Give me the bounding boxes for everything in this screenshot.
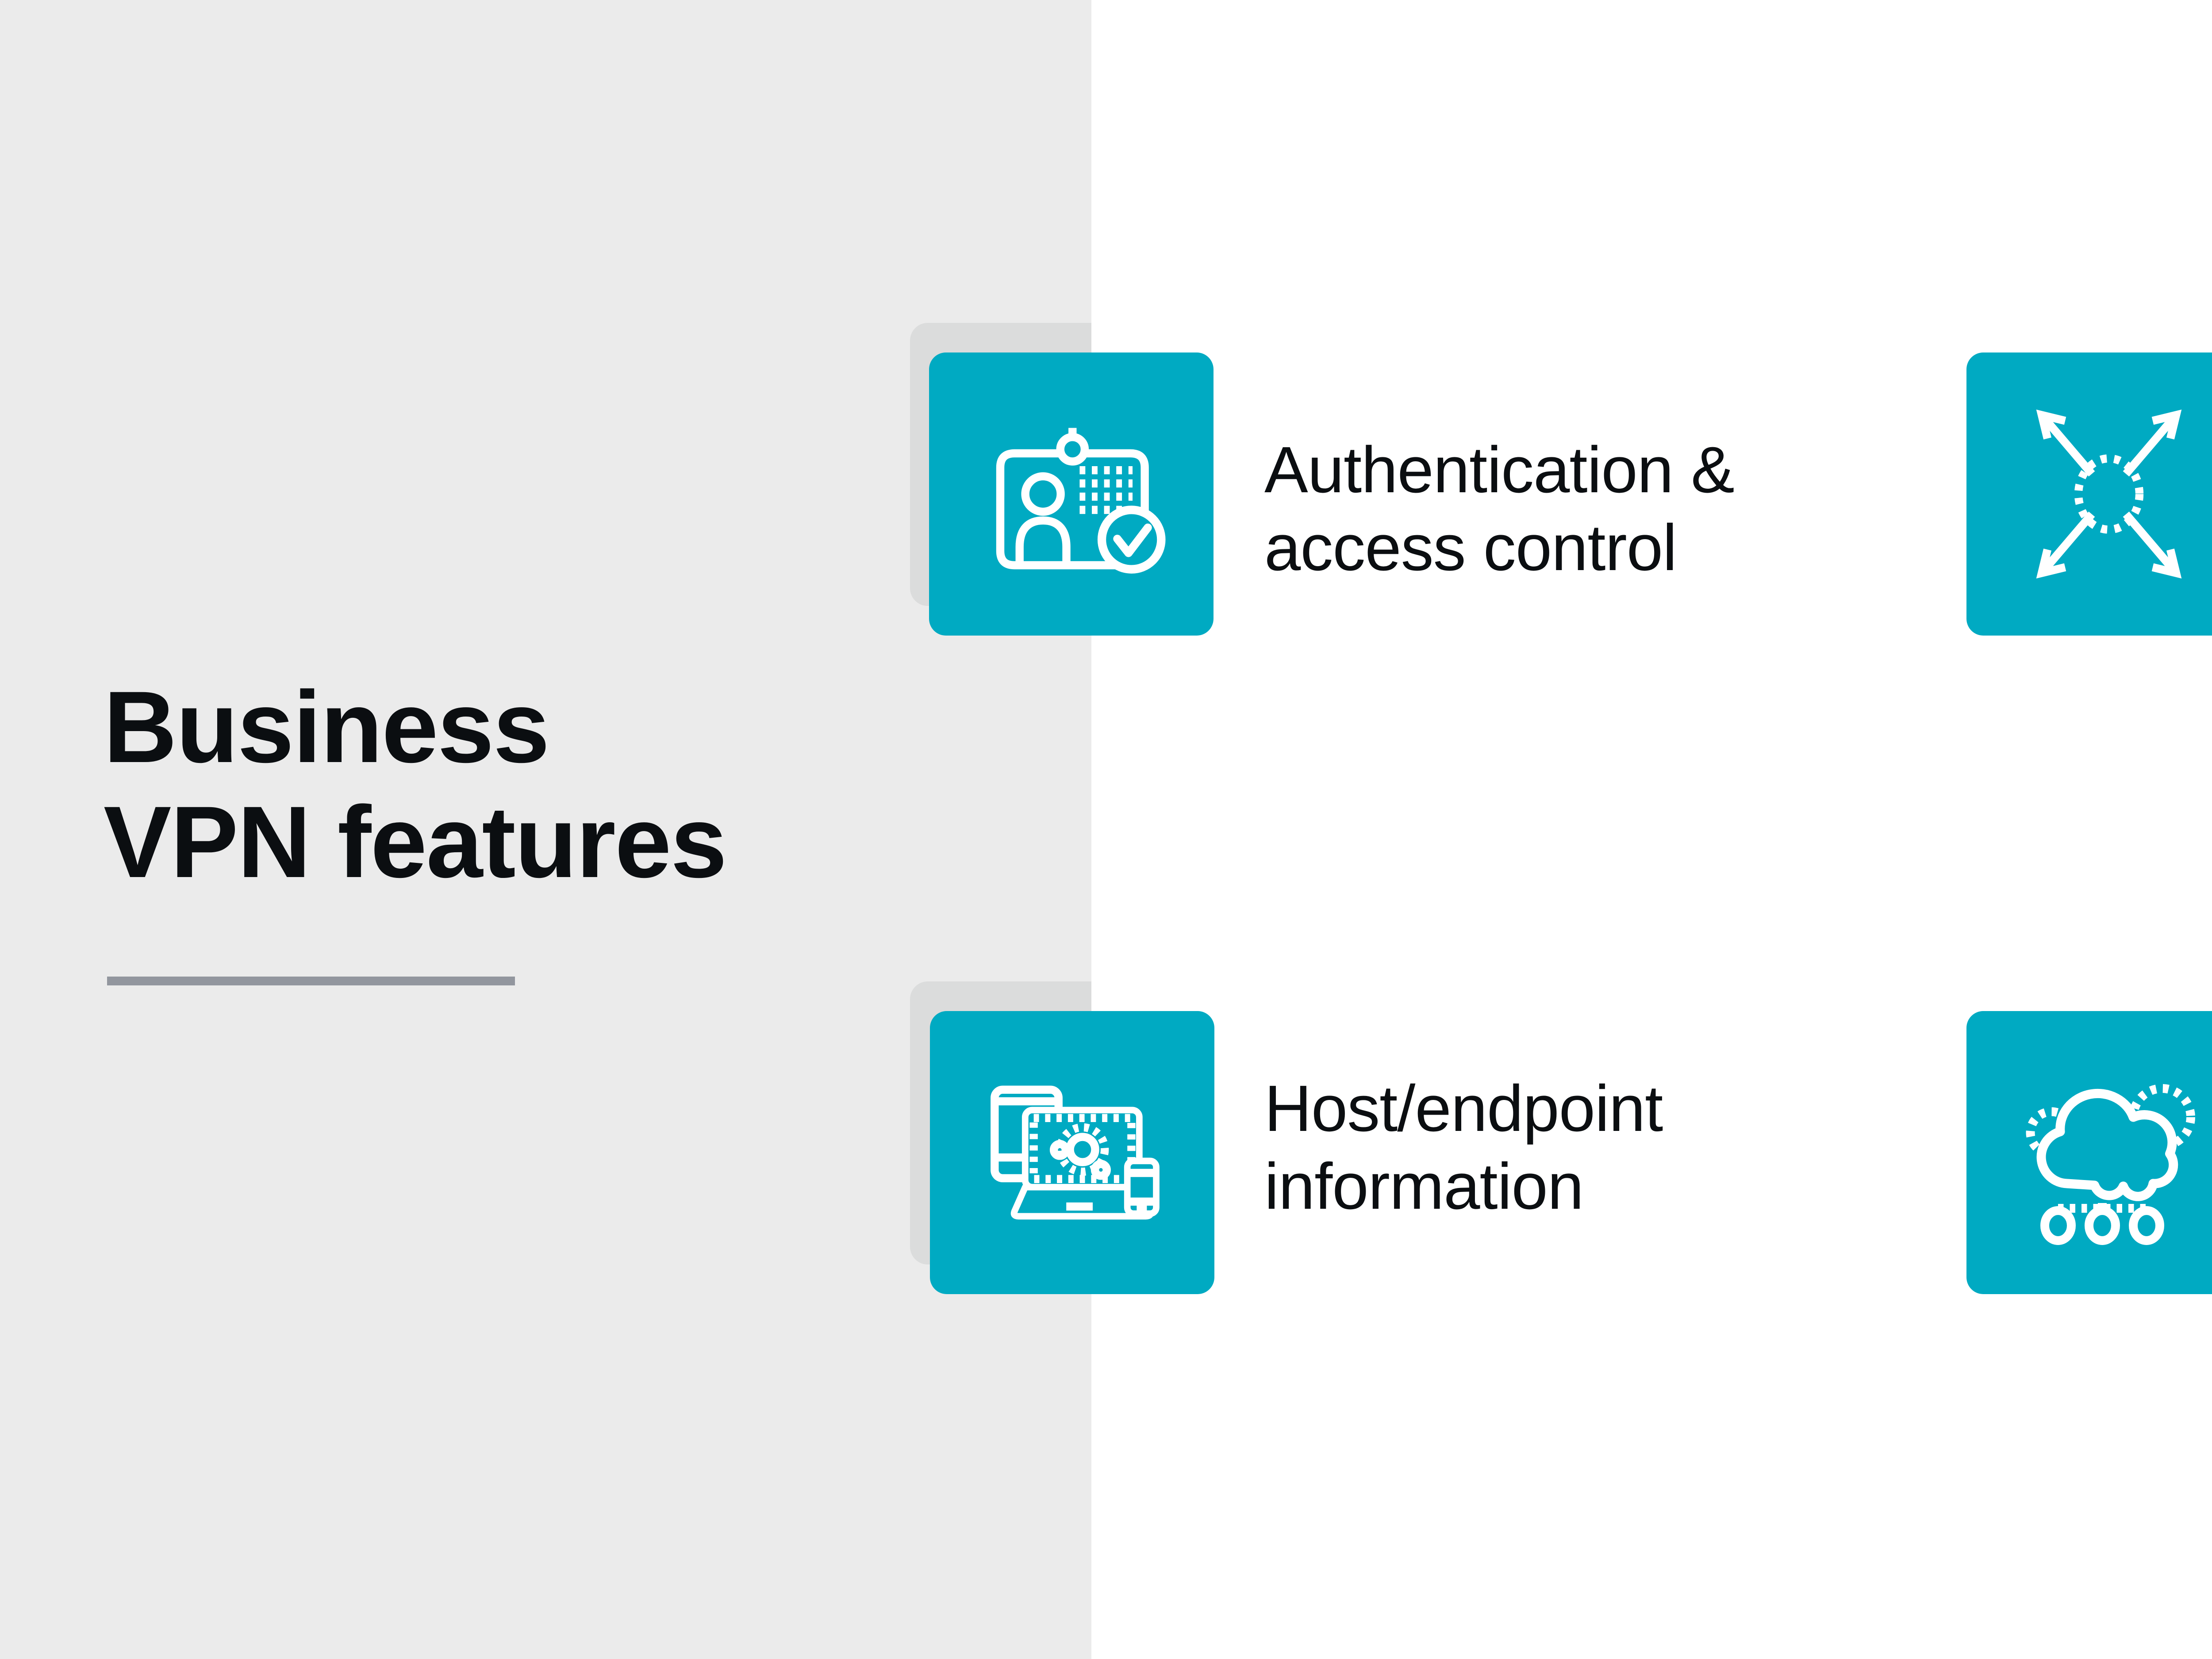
- feature-label-authentication: Authentication & access control: [1264, 431, 1735, 587]
- feature-card-authentication: [929, 352, 1214, 636]
- label-line: information: [1264, 1150, 1584, 1223]
- expand-arrows-icon: [2036, 410, 2181, 579]
- title-line-1: Business: [104, 670, 550, 784]
- title-divider: [107, 977, 515, 985]
- feature-card-flexibility: [1966, 352, 2212, 636]
- title-line-2: VPN features: [104, 785, 727, 899]
- label-line: Authentication &: [1264, 433, 1735, 506]
- devices-icon: [990, 1085, 1160, 1220]
- feature-card-cloud-gateways: [1966, 1011, 2212, 1294]
- label-line: access control: [1264, 511, 1677, 584]
- feature-card-host-endpoint: [930, 1011, 1214, 1294]
- page-title: Business VPN features: [104, 670, 727, 900]
- label-line: Host/endpoint: [1264, 1072, 1663, 1145]
- id-badge-check-icon: [996, 428, 1166, 574]
- feature-label-host-endpoint: Host/endpoint information: [1264, 1070, 1663, 1226]
- cloud-gateways-icon: [2026, 1084, 2195, 1245]
